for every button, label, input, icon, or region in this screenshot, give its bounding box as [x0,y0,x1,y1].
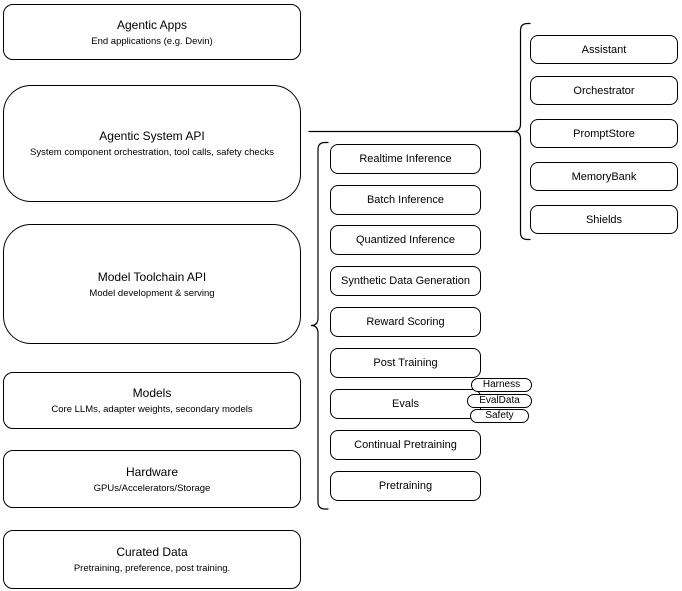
node-subtitle: Pretraining, preference, post training. [73,563,231,574]
node-subtitle: Core LLMs, adapter weights, secondary mo… [51,404,253,415]
node-title: Hardware [125,464,179,479]
node-title: Models [132,386,172,400]
node-title: Curated Data [116,545,188,559]
node-label: Assistant [581,43,627,56]
node-realtime-inference: Realtime Inference [330,144,481,174]
node-label: Batch Inference [366,194,445,206]
node-synthetic-data-generation: Synthetic Data Generation [330,266,481,296]
node-model-toolchain-api: Model Toolchain API Model development & … [3,224,301,344]
node-label: MemoryBank [571,170,637,183]
node-post-training: Post Training [330,348,481,378]
node-title: Agentic Apps [116,17,188,32]
node-orchestrator: Orchestrator [530,76,678,105]
node-label: Pretraining [378,480,433,492]
node-label: Quantized Inference [355,234,456,246]
tag-safety: Safety [470,409,529,423]
tag-harness: Harness [471,378,532,392]
node-batch-inference: Batch Inference [330,185,481,215]
tag-label: Harness [482,379,521,390]
node-continual-pretraining: Continual Pretraining [330,430,481,460]
node-label: Reward Scoring [366,316,445,328]
node-subtitle: Model development & serving [89,287,215,299]
node-title: Model Toolchain API [97,269,207,284]
node-subtitle: System component orchestration, tool cal… [30,147,274,158]
node-label: PromptStore [573,127,635,140]
tag-label: Safety [485,410,514,421]
node-curated-data: Curated Data Pretraining, preference, po… [3,530,301,589]
node-title: Agentic System API [99,129,205,143]
node-pretraining: Pretraining [330,471,481,501]
node-memorybank: MemoryBank [530,162,678,191]
node-label: Realtime Inference [359,153,452,165]
node-models: Models Core LLMs, adapter weights, secon… [3,372,301,429]
node-label: Evals [392,398,419,410]
node-label: Shields [585,213,623,226]
tag-evaldata: EvalData [467,394,532,408]
node-quantized-inference: Quantized Inference [330,225,481,255]
node-label: Synthetic Data Generation [340,275,471,287]
node-hardware: Hardware GPUs/Accelerators/Storage [3,450,301,508]
node-label: Orchestrator [573,84,635,97]
node-evals: Evals [330,389,481,419]
tag-label: EvalData [479,395,520,406]
node-promptstore: PromptStore [530,119,678,148]
node-subtitle: End applications (e.g. Devin) [91,35,213,47]
node-reward-scoring: Reward Scoring [330,307,481,337]
node-agentic-apps: Agentic Apps End applications (e.g. Devi… [3,4,301,60]
node-label: Continual Pretraining [354,439,457,451]
node-shields: Shields [530,205,678,234]
node-subtitle: GPUs/Accelerators/Storage [93,482,211,494]
node-label: Post Training [373,357,438,369]
node-assistant: Assistant [530,35,678,64]
toolchain-brace [310,141,329,510]
node-agentic-system-api: Agentic System API System component orch… [3,85,301,202]
system-brace [513,22,531,241]
